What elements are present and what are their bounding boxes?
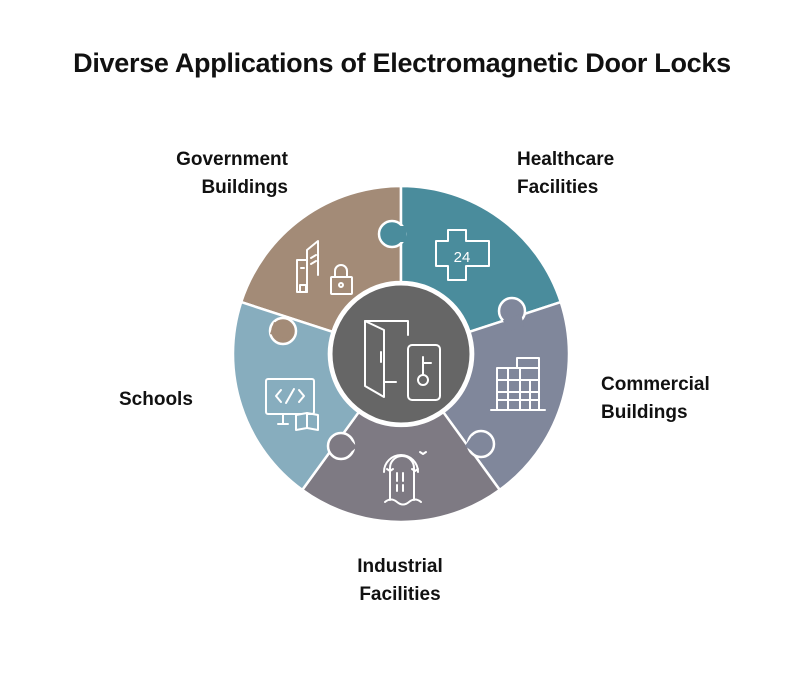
center-hub — [329, 282, 473, 426]
icon-24-text: 24 — [454, 249, 471, 266]
medical-cross-24-icon — [435, 229, 490, 281]
office-building-icon — [490, 357, 546, 411]
computer-book-icon — [265, 378, 319, 431]
page-title: Diverse Applications of Electromagnetic … — [73, 48, 731, 78]
segment-healthcare — [399, 184, 563, 334]
dam-gate-icon — [383, 451, 427, 506]
door-key-icon — [364, 320, 441, 401]
segment-government — [239, 184, 403, 334]
label-schools: Schools — [119, 389, 193, 410]
buildings-lock-icon — [296, 240, 353, 295]
